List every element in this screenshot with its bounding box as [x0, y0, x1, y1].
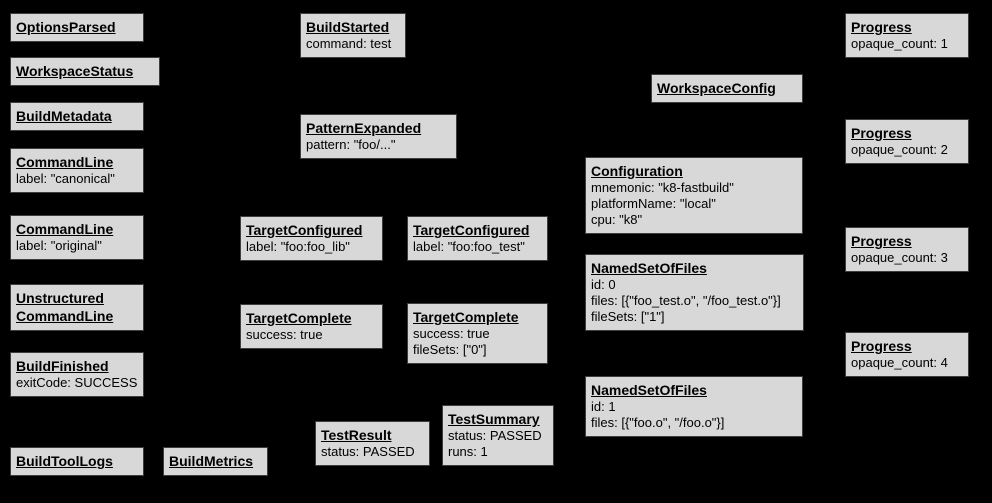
event-node-named-set-of-files-1: NamedSetOfFiles id: 1 files: [{"foo.o", … — [585, 376, 803, 437]
event-node-options-parsed: OptionsParsed — [10, 13, 144, 42]
event-title: OptionsParsed — [16, 19, 116, 35]
event-field: command: test — [306, 36, 392, 51]
event-title: WorkspaceConfig — [657, 80, 776, 96]
event-node-named-set-of-files-0: NamedSetOfFiles id: 0 files: [{"foo_test… — [585, 254, 804, 331]
event-field: id: 1 — [591, 399, 616, 414]
event-title: BuildToolLogs — [16, 453, 113, 469]
event-field: success: true — [246, 327, 323, 342]
event-field: files: [{"foo_test.o", "/foo_test.o"}] — [591, 293, 781, 308]
event-node-test-result: TestResult status: PASSED — [315, 421, 430, 466]
event-title: Progress — [851, 338, 912, 354]
event-title: BuildMetrics — [169, 453, 254, 469]
event-title: TargetConfigured — [413, 222, 530, 238]
event-field: cpu: "k8" — [591, 212, 643, 227]
event-node-unstructured-command-line: Unstructured CommandLine — [10, 284, 144, 331]
event-title: Configuration — [591, 163, 683, 179]
event-field: opaque_count: 2 — [851, 142, 948, 157]
event-node-progress-2: Progress opaque_count: 2 — [845, 119, 969, 164]
event-node-configuration: Configuration mnemonic: "k8-fastbuild" p… — [585, 157, 803, 234]
event-node-target-complete-foo-test: TargetComplete success: true fileSets: [… — [407, 303, 548, 364]
event-node-command-line-canonical: CommandLine label: "canonical" — [10, 148, 144, 193]
event-field: label: "foo:foo_test" — [413, 239, 525, 254]
event-title: NamedSetOfFiles — [591, 382, 707, 398]
event-node-build-tool-logs: BuildToolLogs — [10, 447, 144, 476]
event-title: Progress — [851, 233, 912, 249]
event-field: label: "foo:foo_lib" — [246, 239, 350, 254]
event-field: platformName: "local" — [591, 196, 716, 211]
event-title: TestResult — [321, 427, 392, 443]
event-node-workspace-status: WorkspaceStatus — [10, 57, 160, 86]
event-node-build-metadata: BuildMetadata — [10, 102, 144, 131]
event-node-test-summary: TestSummary status: PASSED runs: 1 — [442, 405, 554, 466]
event-field: pattern: "foo/..." — [306, 137, 396, 152]
event-title: WorkspaceStatus — [16, 63, 134, 79]
event-field: exitCode: SUCCESS — [16, 375, 138, 390]
event-field: opaque_count: 4 — [851, 355, 948, 370]
event-node-progress-1: Progress opaque_count: 1 — [845, 13, 969, 58]
event-title: BuildFinished — [16, 358, 109, 374]
event-field: label: "canonical" — [16, 171, 115, 186]
event-field: fileSets: ["0"] — [413, 342, 487, 357]
event-field: status: PASSED — [448, 428, 542, 443]
event-title: TargetConfigured — [246, 222, 363, 238]
event-field: mnemonic: "k8-fastbuild" — [591, 180, 734, 195]
event-node-target-complete-foo-lib: TargetComplete success: true — [240, 304, 383, 349]
event-field: status: PASSED — [321, 444, 415, 459]
event-field: opaque_count: 3 — [851, 250, 948, 265]
event-title: CommandLine — [16, 308, 114, 324]
event-field: opaque_count: 1 — [851, 36, 948, 51]
event-title: TargetComplete — [246, 310, 352, 326]
event-node-pattern-expanded: PatternExpanded pattern: "foo/..." — [300, 114, 457, 159]
event-field: runs: 1 — [448, 444, 488, 459]
event-field: id: 0 — [591, 277, 616, 292]
event-field: label: "original" — [16, 238, 102, 253]
event-node-target-configured-foo-test: TargetConfigured label: "foo:foo_test" — [407, 216, 548, 261]
event-node-progress-3: Progress opaque_count: 3 — [845, 227, 969, 272]
event-node-build-finished: BuildFinished exitCode: SUCCESS — [10, 352, 144, 397]
event-title: NamedSetOfFiles — [591, 260, 707, 276]
event-field: files: [{"foo.o", "/foo.o"}] — [591, 415, 725, 430]
event-title: BuildStarted — [306, 19, 390, 35]
event-title: BuildMetadata — [16, 108, 112, 124]
event-title: PatternExpanded — [306, 120, 422, 136]
event-node-build-started: BuildStarted command: test — [300, 13, 406, 58]
event-title: TestSummary — [448, 411, 540, 427]
event-title: CommandLine — [16, 221, 114, 237]
event-field: success: true — [413, 326, 490, 341]
event-node-build-metrics: BuildMetrics — [163, 447, 268, 476]
event-node-workspace-config: WorkspaceConfig — [651, 74, 803, 103]
event-title: TargetComplete — [413, 309, 519, 325]
event-title: Progress — [851, 125, 912, 141]
event-field: fileSets: ["1"] — [591, 309, 665, 324]
event-title: CommandLine — [16, 154, 114, 170]
event-node-target-configured-foo-lib: TargetConfigured label: "foo:foo_lib" — [240, 216, 383, 261]
event-title: Unstructured — [16, 290, 104, 306]
event-node-command-line-original: CommandLine label: "original" — [10, 215, 144, 260]
event-title: Progress — [851, 19, 912, 35]
event-node-progress-4: Progress opaque_count: 4 — [845, 332, 969, 377]
